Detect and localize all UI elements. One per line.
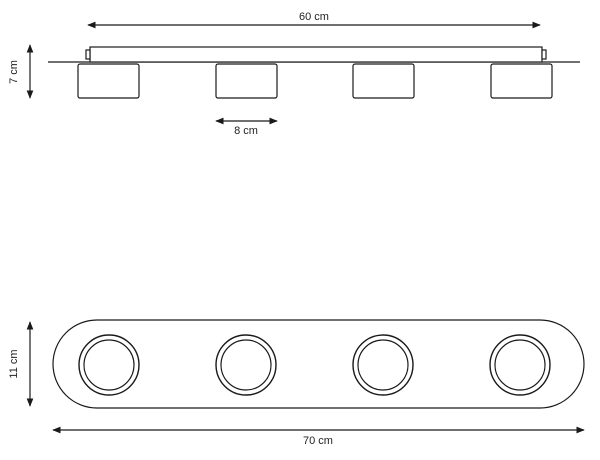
top-spot (78, 334, 140, 396)
top-width-label: 60 cm (299, 11, 329, 23)
side-height-label: 7 cm (8, 60, 20, 84)
side-spot (215, 63, 278, 99)
mounting-bar (89, 46, 543, 63)
spot-width-label: 8 cm (234, 125, 258, 137)
top-spot (489, 334, 551, 396)
bar-end-cap-left (85, 49, 91, 60)
top-spot (352, 334, 414, 396)
top-view (26, 319, 585, 434)
top-spot (215, 334, 277, 396)
side-view (26, 21, 580, 125)
base-plate (52, 319, 585, 409)
side-spot (77, 63, 140, 99)
bottom-height-label: 11 cm (8, 349, 20, 378)
side-spot (352, 63, 415, 99)
bar-end-cap-right (541, 49, 547, 60)
bottom-width-label: 70 cm (303, 435, 333, 447)
side-spot (490, 63, 553, 99)
